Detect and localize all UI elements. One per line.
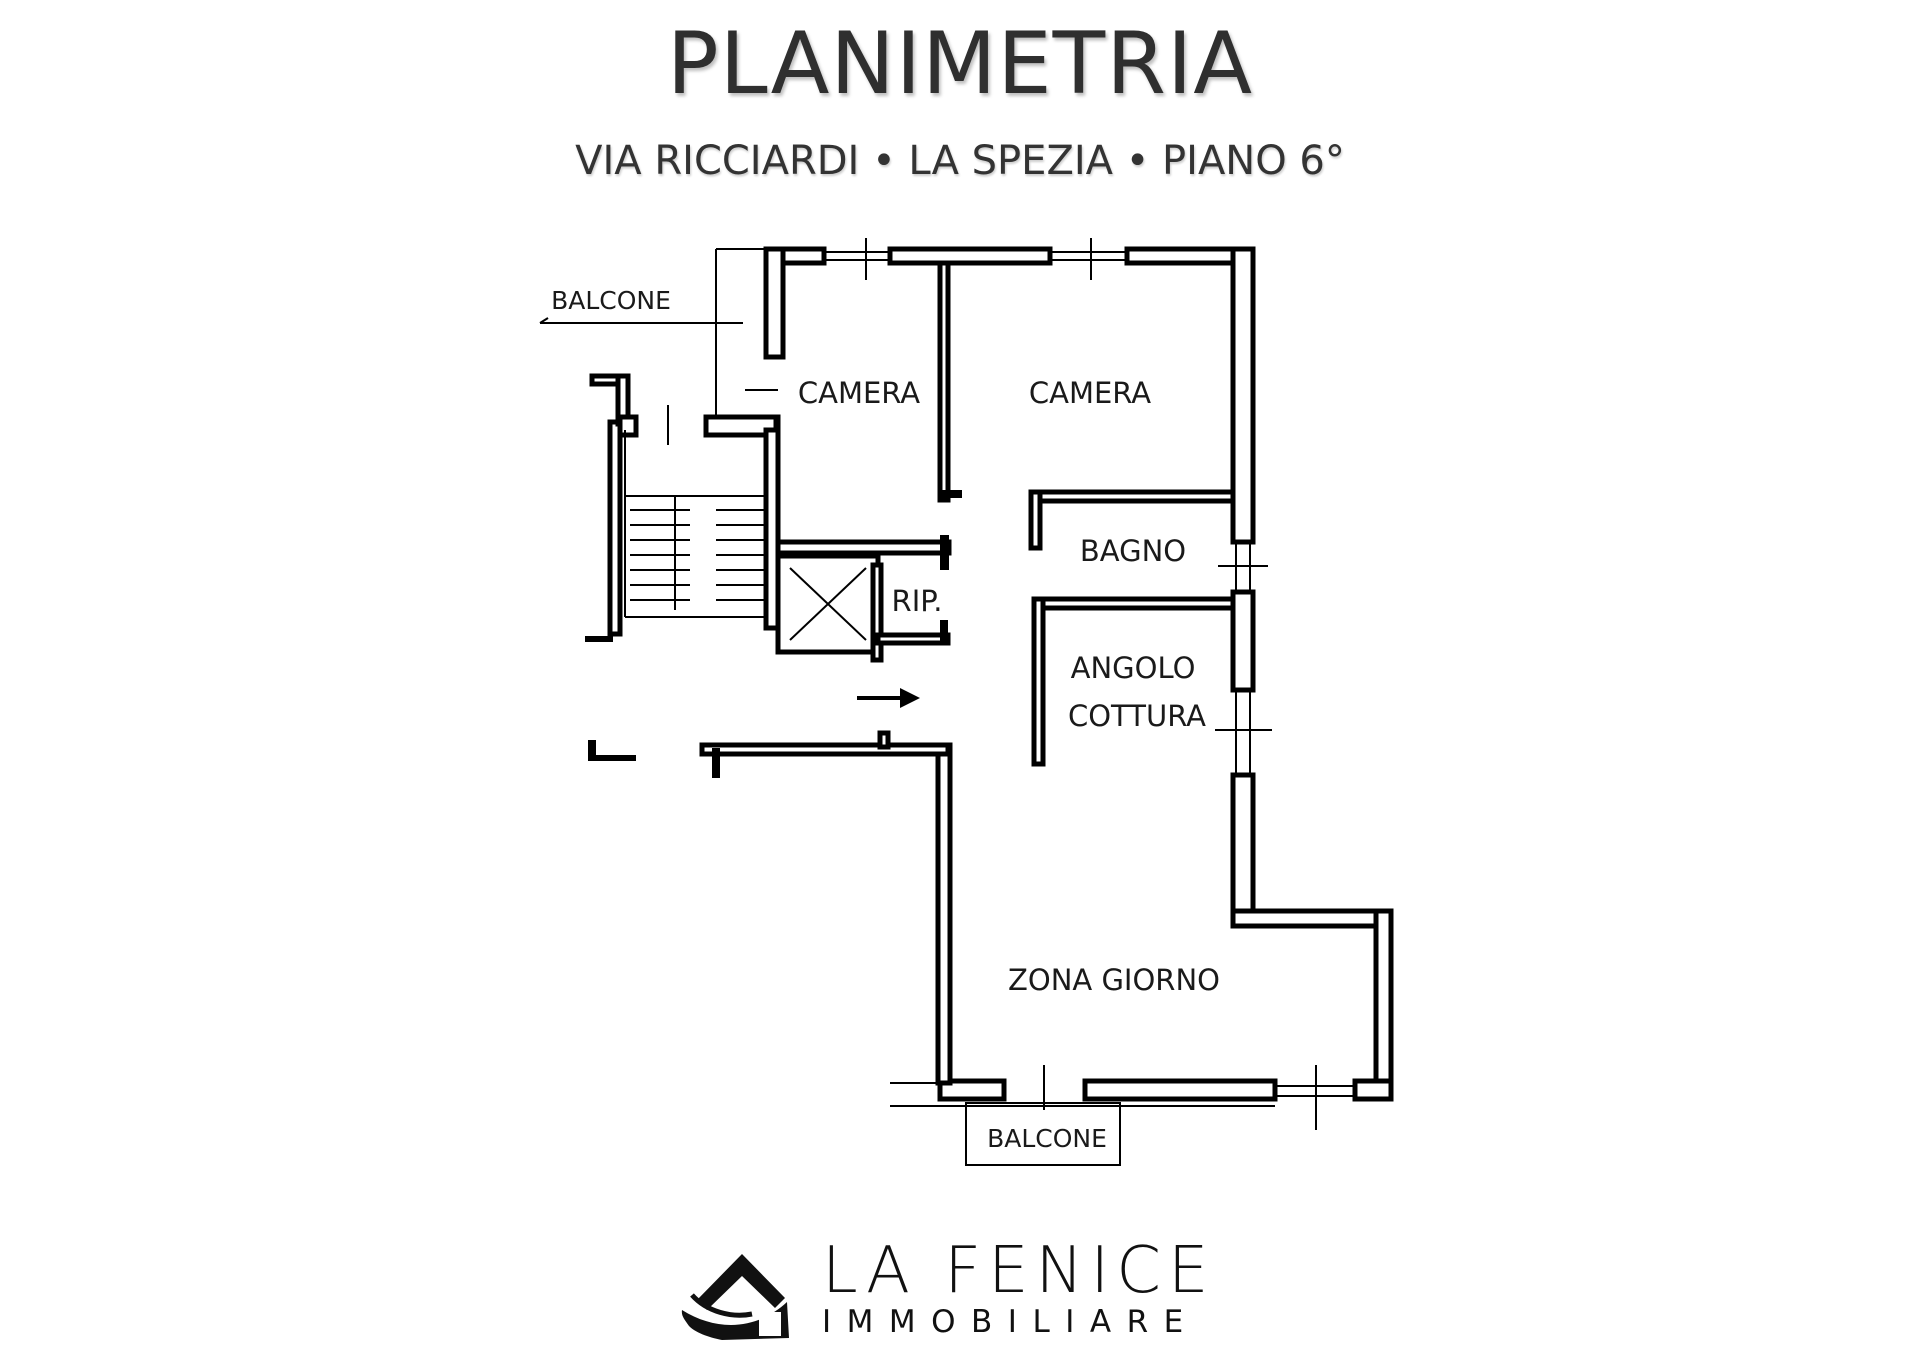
room-label-camera-1: CAMERA [798, 376, 920, 410]
walls [539, 238, 1394, 1166]
room-label-balcone-bottom: BALCONE [987, 1124, 1107, 1153]
room-label-angolo: ANGOLO [1071, 651, 1196, 685]
room-label-bagno: BAGNO [1080, 534, 1186, 568]
room-label-cottura: COTTURA [1068, 699, 1206, 733]
logo-tagline: IMMOBILIARE [822, 1304, 1199, 1340]
logo-name: LA FENICE [822, 1234, 1216, 1308]
room-label-ripostiglio: RIP. [892, 584, 943, 618]
page-title: PLANIMETRIA [666, 14, 1254, 114]
address-subtitle: VIA RICCIARDI • LA SPEZIA • PIANO 6° [575, 138, 1345, 184]
company-logo: LA FENICE IMMOBILIARE [677, 1234, 1257, 1345]
room-label-balcone-top: BALCONE [551, 286, 671, 315]
room-label-camera-2: CAMERA [1029, 376, 1151, 410]
room-label-zona-giorno: ZONA GIORNO [1008, 963, 1220, 997]
phoenix-house-icon [681, 1254, 789, 1340]
